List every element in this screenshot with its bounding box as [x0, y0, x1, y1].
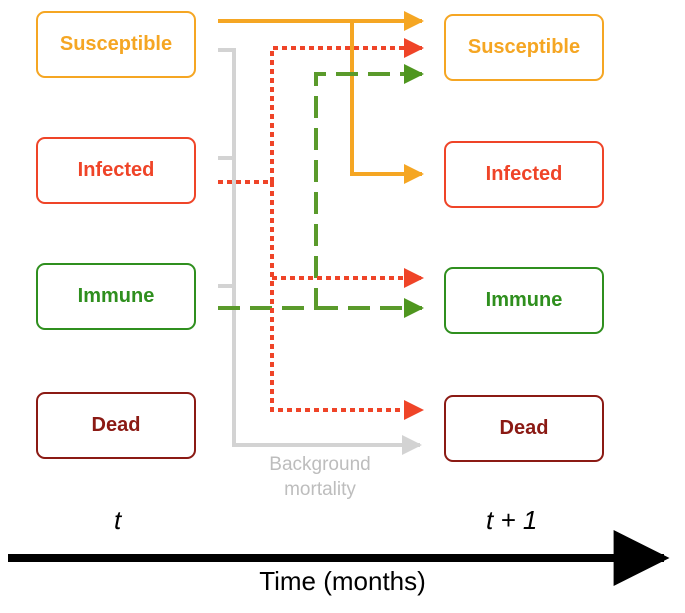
background-mortality-line1: Background [269, 454, 371, 475]
left-dead-label: Dead [91, 414, 141, 436]
infected-flows [218, 38, 424, 420]
susceptible-flows [218, 11, 424, 184]
time-t-plus-1-label: t + 1 [486, 505, 538, 535]
time-axis-label: Time (months) [259, 566, 426, 596]
right-dead-label: Dead [499, 417, 549, 439]
left-susceptible-label: Susceptible [59, 33, 173, 55]
left-box-immune: Immune [36, 263, 196, 330]
right-box-dead: Dead [444, 395, 604, 462]
left-immune-label: Immune [77, 285, 155, 307]
background-mortality-flow [218, 48, 422, 455]
right-box-infected: Infected [444, 141, 604, 208]
left-box-susceptible: Susceptible [36, 11, 196, 78]
time-t-label: t [114, 505, 122, 535]
right-immune-label: Immune [485, 289, 563, 311]
background-mortality-line2: mortality [284, 479, 356, 500]
right-box-immune: Immune [444, 267, 604, 334]
immune-flows [218, 64, 424, 318]
background-mortality-label: Background mortality [240, 452, 400, 502]
right-susceptible-label: Susceptible [467, 36, 581, 58]
left-box-dead: Dead [36, 392, 196, 459]
right-box-susceptible: Susceptible [444, 14, 604, 81]
right-infected-label: Infected [485, 163, 563, 185]
left-box-infected: Infected [36, 137, 196, 204]
left-infected-label: Infected [77, 159, 155, 181]
